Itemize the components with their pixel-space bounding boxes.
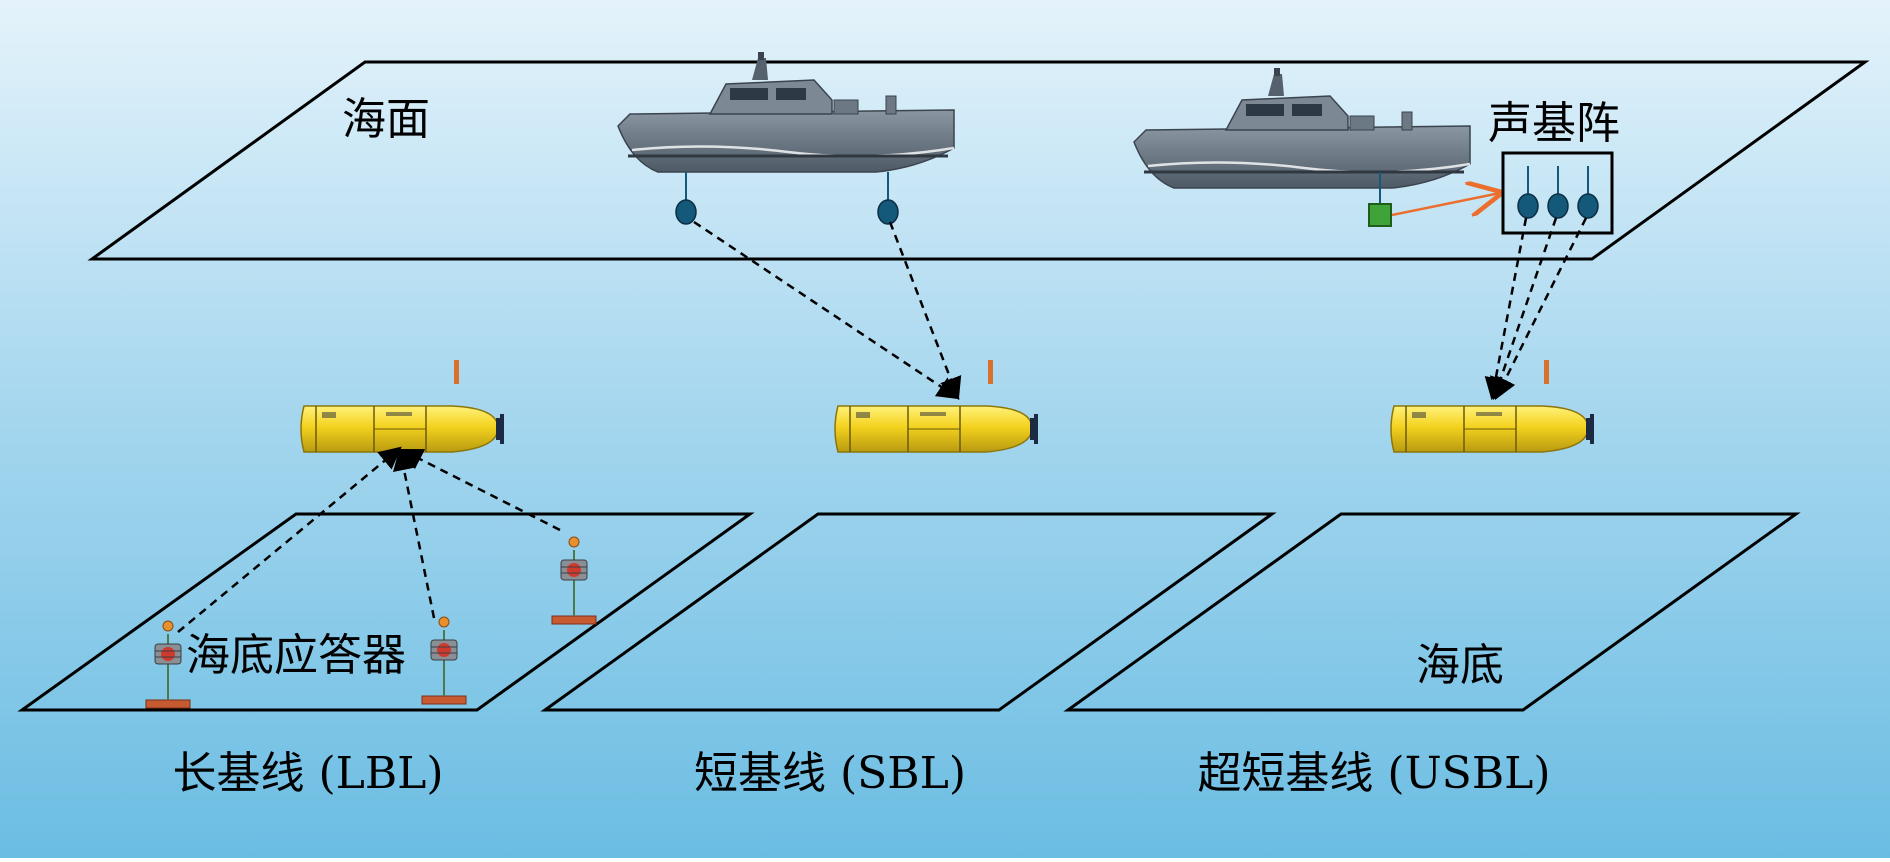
sea-surface-label: 海面 <box>342 94 430 145</box>
sbl-path <box>888 221 962 401</box>
acoustic-array-box <box>1501 151 1614 235</box>
signal-arrow <box>1391 193 1500 215</box>
method-label-usbl: 超短基线 (USBL) <box>1197 748 1550 799</box>
lbl-path <box>392 447 436 619</box>
seabed-plane-usbl <box>1063 512 1801 712</box>
transducer-icon <box>1368 203 1392 227</box>
acoustic-array-label: 声基阵 <box>1488 98 1620 149</box>
seabed-plane-lbl <box>17 512 755 712</box>
method-label-lbl: 长基线 (LBL) <box>172 748 443 799</box>
lbl-path <box>177 446 402 633</box>
seabed-transponder-label: 海底应答器 <box>186 630 406 681</box>
usbl-path <box>1494 217 1588 401</box>
sea-surface-plane <box>87 60 1870 261</box>
lbl-path <box>399 448 561 532</box>
usbl-path <box>1484 217 1528 401</box>
seabed-plane-sbl <box>540 512 1277 712</box>
method-label-sbl: 短基线 (SBL) <box>694 748 966 799</box>
sbl-path <box>693 220 960 400</box>
usbl-path <box>1489 217 1558 401</box>
seabed-label: 海底 <box>1416 640 1504 691</box>
